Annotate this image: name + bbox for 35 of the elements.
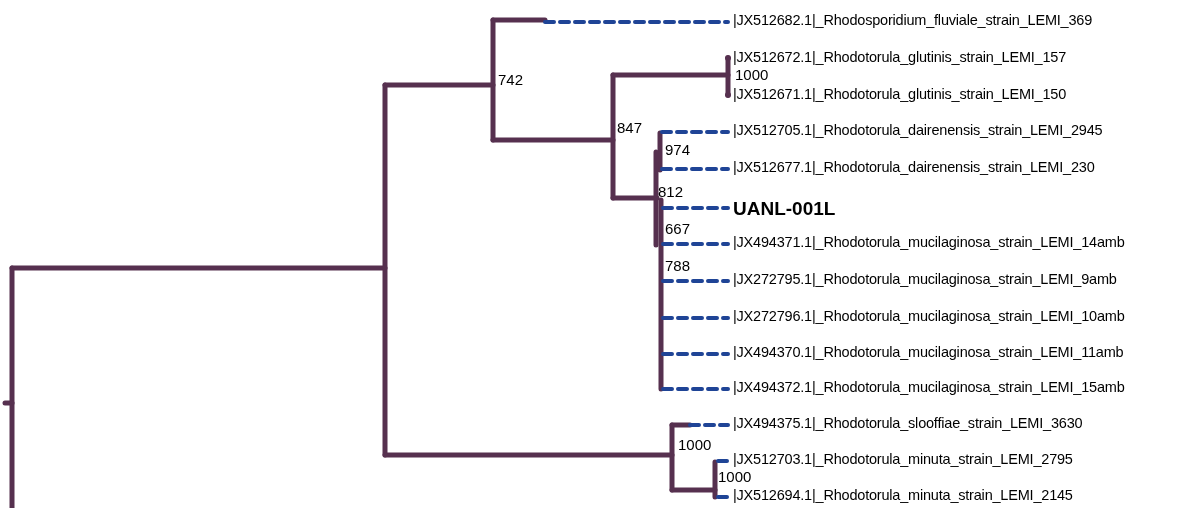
taxon-label: |JX494371.1|_Rhodotorula_mucilaginosa_strain_LEMI_14amb <box>733 235 1125 250</box>
bootstrap-value: 1000 <box>735 67 769 82</box>
dashed-branch <box>661 387 730 391</box>
taxon-label: |JX272796.1|_Rhodotorula_mucilaginosa_strain_LEMI_10amb <box>733 309 1125 324</box>
taxon-label: |JX512682.1|_Rhodosporidium_fluviale_strain_LEMI_369 <box>733 13 1093 28</box>
taxon-label: |JX272795.1|_Rhodotorula_mucilaginosa_strain_LEMI_9amb <box>733 272 1117 287</box>
taxon-label: |JX512672.1|_Rhodotorula_glutinis_strain_LEMI_157 <box>733 50 1067 65</box>
taxon-label: |JX512694.1|_Rhodotorula_minuta_strain_LEMI_2145 <box>733 488 1073 503</box>
dashed-branch <box>688 423 730 427</box>
dashed-branch <box>716 459 730 463</box>
taxon-label: |JX512677.1|_Rhodotorula_dairenensis_strain_LEMI_230 <box>733 160 1095 175</box>
dashed-branch <box>716 495 730 499</box>
taxon-label: |JX512671.1|_Rhodotorula_glutinis_strain_LEMI_150 <box>733 87 1067 102</box>
bootstrap-value: 742 <box>498 72 524 87</box>
dashed-branch <box>661 206 730 210</box>
bootstrap-value: 788 <box>665 258 691 273</box>
taxon-label: |JX512705.1|_Rhodotorula_dairenensis_strain_LEMI_2945 <box>733 123 1103 138</box>
bootstrap-value: 812 <box>658 184 684 199</box>
taxon-label: |JX494372.1|_Rhodotorula_mucilaginosa_strain_LEMI_15amb <box>733 380 1125 395</box>
bootstrap-value: 847 <box>617 120 643 135</box>
dashed-branch <box>543 20 730 24</box>
taxon-label: |JX494370.1|_Rhodotorula_mucilaginosa_strain_LEMI_11amb <box>733 345 1124 360</box>
taxon-label: |JX512703.1|_Rhodotorula_minuta_strain_LEMI_2795 <box>733 452 1073 467</box>
bootstrap-value: 974 <box>665 142 691 157</box>
dashed-branch <box>660 130 730 134</box>
bootstrap-value: 1000 <box>678 437 712 452</box>
dashed-branch <box>661 352 730 356</box>
dashed-branch <box>661 316 730 320</box>
dashed-branch <box>660 167 730 171</box>
dashed-branch <box>661 242 730 246</box>
taxon-label: |JX494375.1|_Rhodotorula_slooffiae_strain_LEMI_3630 <box>733 416 1083 431</box>
dashed-branch <box>661 279 730 283</box>
bootstrap-value: 1000 <box>718 469 752 484</box>
taxon-label: UANL-001L <box>733 199 836 218</box>
bootstrap-value: 667 <box>665 221 691 236</box>
